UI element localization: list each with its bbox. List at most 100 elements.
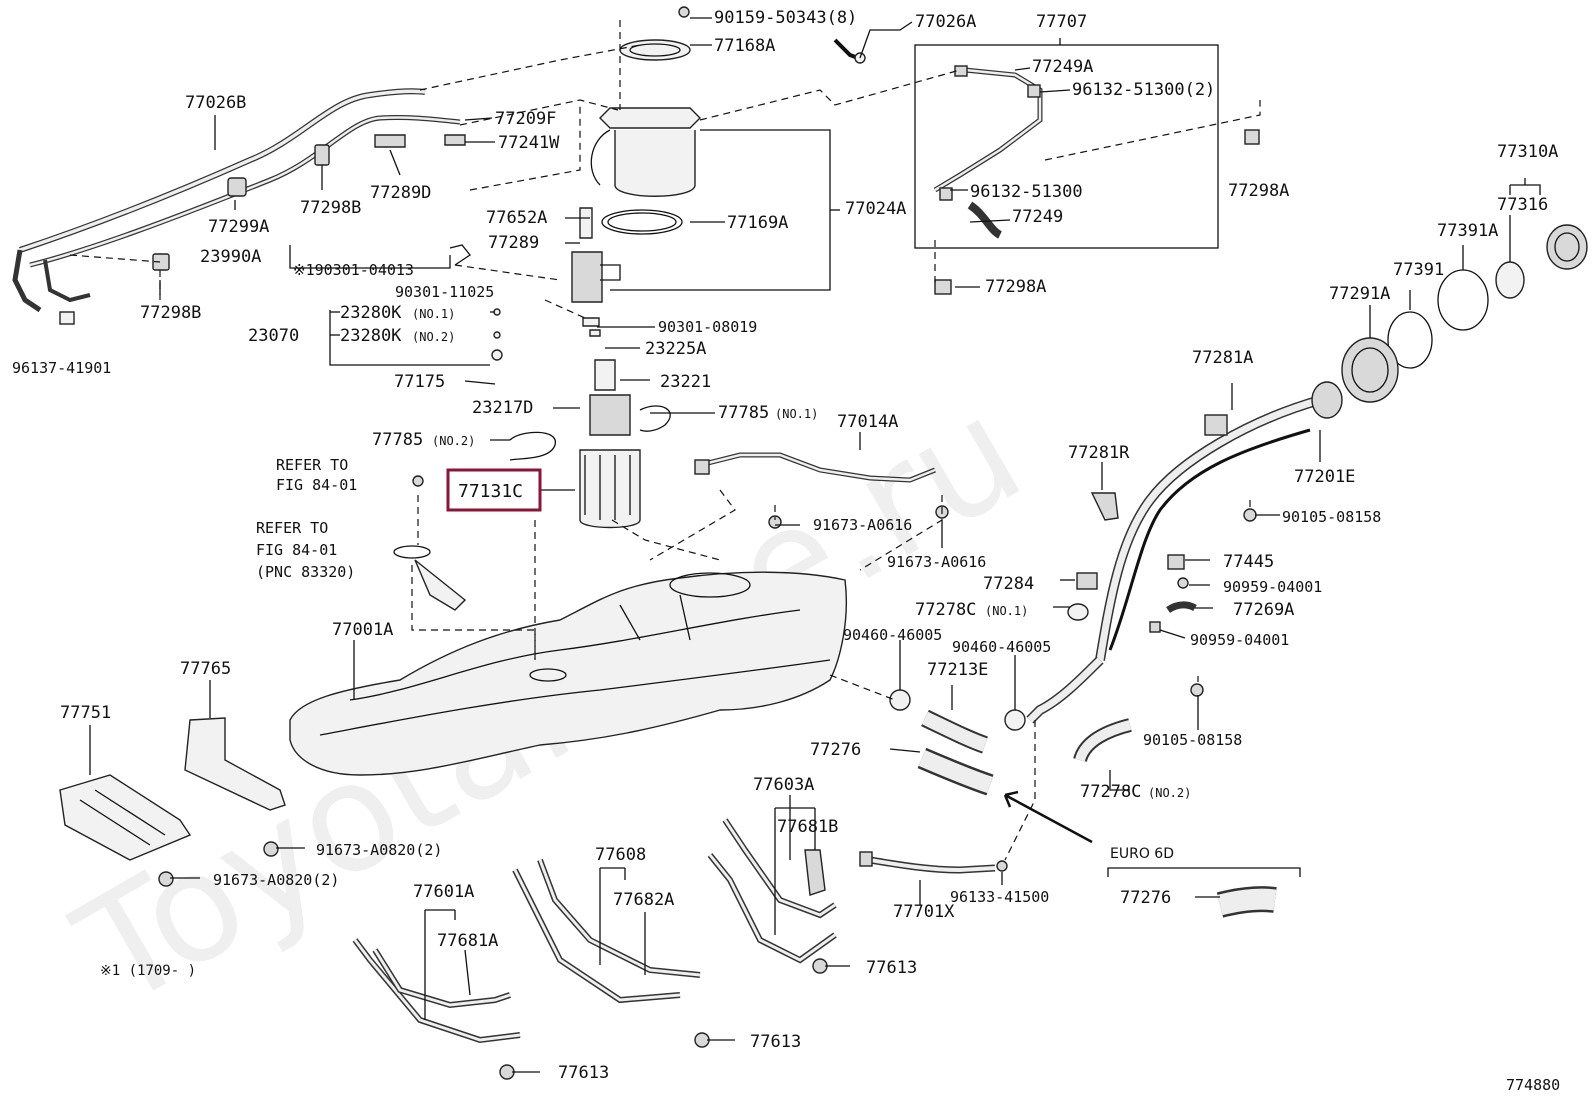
label-77681a[interactable]: 77681A: [437, 931, 498, 951]
label-77269a[interactable]: 77269A: [1233, 600, 1294, 620]
label-23990a[interactable]: 23990A: [200, 247, 261, 267]
label-77276b[interactable]: 77276: [1120, 888, 1171, 908]
label-91673-a0616b[interactable]: 91673-A0616: [887, 553, 986, 571]
label-23225a[interactable]: 23225A: [645, 339, 706, 359]
label-90105b[interactable]: 90105-08158: [1143, 731, 1242, 749]
label-77249[interactable]: 77249: [1012, 207, 1063, 227]
euro-bracket: [1107, 867, 1301, 877]
label-77001a[interactable]: 77001A: [332, 620, 393, 640]
label-77201e[interactable]: 77201E: [1294, 467, 1355, 487]
label-77613a[interactable]: 77613: [558, 1063, 609, 1083]
label-77014a[interactable]: 77014A: [837, 412, 898, 432]
label-77681b[interactable]: 77681B: [777, 817, 838, 837]
label-77298a-lower[interactable]: 77298A: [985, 277, 1046, 297]
label-90959b[interactable]: 90959-04001: [1190, 631, 1289, 649]
label-77310a[interactable]: 77310A: [1497, 142, 1558, 162]
label-96133[interactable]: 96133-41500: [950, 888, 1049, 906]
label-90105a[interactable]: 90105-08158: [1282, 508, 1381, 526]
label-190301[interactable]: ※190301-04013: [293, 261, 414, 279]
hose-77278c-no2: [1073, 718, 1132, 763]
bolt-77613-a: [499, 1064, 515, 1080]
clip-90959b: [1149, 621, 1161, 633]
label-96132a[interactable]: 96132-51300(2): [1072, 80, 1215, 100]
clamp-90460b: [1004, 709, 1026, 731]
fuel-cap-77316: [1546, 224, 1588, 270]
label-77707[interactable]: 77707: [1036, 12, 1087, 32]
label-91673-a0820b[interactable]: 91673-A0820(2): [213, 871, 339, 889]
label-91673-a0820a[interactable]: 91673-A0820(2): [316, 841, 442, 859]
label-23280k-2[interactable]: 23280K: [340, 326, 402, 346]
arrow-pointer: [1003, 790, 1093, 844]
label-77249a[interactable]: 77249A: [1032, 57, 1093, 77]
label-77289d[interactable]: 77289D: [370, 183, 431, 203]
fuel-pump-module: [491, 39, 701, 529]
label-77316[interactable]: 77316: [1497, 195, 1548, 215]
label-77785-1[interactable]: 77785: [718, 403, 769, 423]
label-77278c-1[interactable]: 77278C: [915, 600, 976, 620]
bracket-77284: [1076, 572, 1098, 590]
label-77652a[interactable]: 77652A: [486, 208, 547, 228]
label-77024a[interactable]: 77024A: [845, 199, 906, 219]
label-77298b-low[interactable]: 77298B: [140, 303, 201, 323]
label-77608[interactable]: 77608: [595, 845, 646, 865]
bolt-77613-c: [812, 958, 828, 974]
label-77701x[interactable]: 77701X: [893, 902, 955, 922]
label-77291a[interactable]: 77291A: [1329, 284, 1390, 304]
label-77751[interactable]: 77751: [60, 703, 111, 723]
label-23280k-1[interactable]: 23280K: [340, 303, 402, 323]
clip-90959a: [1177, 577, 1189, 589]
label-77241w[interactable]: 77241W: [498, 133, 560, 153]
sender-gauge: [414, 559, 467, 611]
label-90460b[interactable]: 90460-46005: [952, 638, 1051, 656]
label-96137[interactable]: 96137-41901: [12, 359, 111, 377]
label-77298b-top[interactable]: 77298B: [300, 198, 361, 218]
strap-77608: [512, 858, 701, 1004]
label-77603a[interactable]: 77603A: [753, 775, 814, 795]
label-77213e[interactable]: 77213E: [927, 660, 988, 680]
label-77175[interactable]: 77175: [394, 372, 445, 392]
label-77169a[interactable]: 77169A: [727, 213, 788, 233]
label-77785-2[interactable]: 77785: [372, 430, 423, 450]
label-77785-2-sub: (NO.2): [432, 434, 475, 448]
label-77391a[interactable]: 77391A: [1437, 221, 1498, 241]
label-77299a[interactable]: 77299A: [208, 217, 269, 237]
label-77613b[interactable]: 77613: [750, 1032, 801, 1052]
label-77391[interactable]: 77391: [1393, 260, 1444, 280]
label-77289[interactable]: 77289: [488, 233, 539, 253]
label-77281r[interactable]: 77281R: [1068, 443, 1130, 463]
label-77445[interactable]: 77445: [1223, 552, 1274, 572]
label-91673-a0616a[interactable]: 91673-A0616: [813, 516, 912, 534]
label-23070[interactable]: 23070: [248, 326, 299, 346]
label-77209f[interactable]: 77209F: [495, 109, 556, 129]
vent-hose-77701x: [859, 851, 996, 874]
label-77281a[interactable]: 77281A: [1192, 348, 1253, 368]
label-77278c-2[interactable]: 77278C: [1080, 782, 1141, 802]
label-23280k-1-sub: (NO.1): [412, 307, 455, 321]
bolt-90159: [678, 6, 690, 18]
label-77168a[interactable]: 77168A: [714, 36, 775, 56]
label-77601a[interactable]: 77601A: [413, 882, 474, 902]
clip-96133: [996, 860, 1008, 872]
label-90301-11025[interactable]: 90301-11025: [395, 283, 494, 301]
label-77298a-upper[interactable]: 77298A: [1228, 181, 1289, 201]
label-90159[interactable]: 90159-50343(8): [714, 8, 857, 28]
diagram-number: 774880: [1506, 1076, 1560, 1094]
label-77131c[interactable]: 77131C: [458, 481, 523, 502]
label-77682a[interactable]: 77682A: [613, 890, 674, 910]
label-90301-08019[interactable]: 90301-08019: [658, 318, 757, 336]
highlight-box-77131c: [446, 468, 542, 512]
label-96132b[interactable]: 96132-51300: [970, 182, 1083, 202]
label-77026b[interactable]: 77026B: [185, 93, 246, 113]
label-90959a[interactable]: 90959-04001: [1223, 578, 1322, 596]
label-77278c-1-sub: (NO.1): [985, 604, 1028, 618]
label-77613c[interactable]: 77613: [866, 958, 917, 978]
fuel-tube-77026b: [12, 88, 461, 325]
label-77026a[interactable]: 77026A: [915, 12, 976, 32]
label-77276a[interactable]: 77276: [810, 740, 861, 760]
label-77284[interactable]: 77284: [983, 574, 1034, 594]
label-77765[interactable]: 77765: [180, 659, 231, 679]
label-23221[interactable]: 23221: [660, 372, 711, 392]
label-90460a[interactable]: 90460-46005: [843, 626, 942, 644]
label-23217d[interactable]: 23217D: [472, 398, 533, 418]
box-77707: [914, 44, 1219, 249]
